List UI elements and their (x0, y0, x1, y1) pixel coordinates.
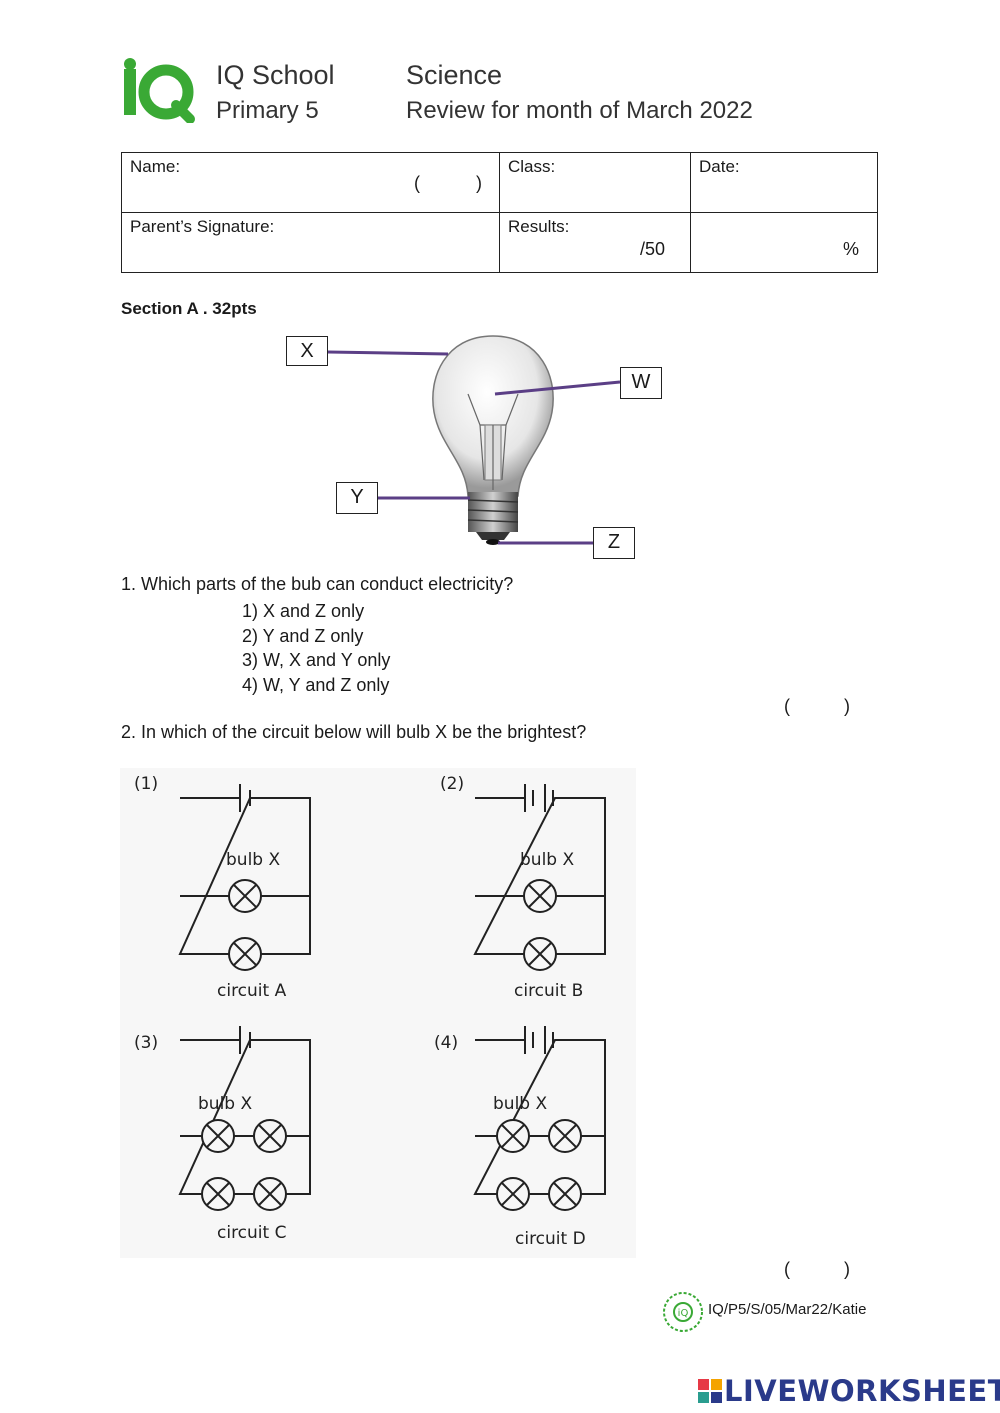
bulb-diagram (327, 335, 621, 545)
percent-cell[interactable]: % (690, 212, 878, 273)
question-1-answer-box[interactable]: ( ) (784, 696, 850, 720)
document-code: IQ/P5/S/05/Mar22/Katie (708, 1301, 867, 1318)
review-title: Review for month of March 2022 (406, 97, 753, 124)
label-x: X (286, 336, 328, 366)
question-1-option[interactable]: 1) X and Z only (242, 601, 365, 621)
results-cell[interactable]: Results: /50 (499, 212, 691, 273)
question-2-answer-box[interactable]: ( ) (784, 1259, 850, 1283)
question-1-option[interactable]: 3) W, X and Y only (242, 650, 391, 671)
results-label: Results: (508, 217, 570, 236)
student-info-table: Name: ( ) Class: Date: Parent’s Signatur… (121, 152, 878, 273)
name-label: Name: (130, 157, 181, 176)
question-1-option[interactable]: 4) W, Y and Z only (242, 674, 390, 695)
class-label: Class: (508, 157, 556, 176)
circuit-4-name: circuit D (515, 1229, 586, 1249)
school-name: IQ School (216, 60, 335, 90)
name-paren-close: ) (476, 173, 482, 193)
answer-paren-open: ( (784, 1259, 790, 1279)
circuit-b-diagram (473, 784, 606, 971)
signature-cell[interactable]: Parent’s Signature: (121, 212, 500, 273)
answer-paren-close: ) (844, 1259, 850, 1279)
answer-paren-close: ) (844, 696, 850, 716)
section-title: Section A . 32pts (121, 299, 257, 318)
label-z: Z (593, 527, 635, 559)
academic-dept-stamp: iQ (662, 1291, 704, 1333)
svg-text:iQ: iQ (678, 1308, 689, 1319)
percent-sign: % (843, 239, 860, 259)
date-label: Date: (699, 157, 740, 176)
liveworksheets-brand[interactable]: LIVEWORKSHEETS (724, 1374, 1000, 1408)
circuit-3-bulb-label: bulb X (198, 1094, 252, 1114)
results-total: /50 (640, 239, 666, 259)
label-y: Y (336, 482, 378, 514)
circuit-4-number: (4) (434, 1033, 458, 1053)
circuit-a-diagram (178, 784, 311, 971)
circuit-1-bulb-label: bulb X (226, 850, 280, 870)
label-line-x (327, 350, 449, 356)
circuit-2-bulb-label: bulb X (520, 850, 574, 870)
circuit-1-number: (1) (134, 774, 158, 794)
circuit-4-bulb-label: bulb X (493, 1094, 547, 1114)
circuit-2-number: (2) (440, 774, 464, 794)
circuit-2-name: circuit B (514, 981, 583, 1001)
school-logo (118, 55, 196, 124)
answer-paren-open: ( (784, 696, 790, 716)
circuit-3-name: circuit C (217, 1223, 286, 1243)
circuit-d-diagram (473, 1026, 606, 1211)
name-paren-open: ( (414, 173, 420, 193)
signature-label: Parent’s Signature: (130, 217, 275, 236)
circuit-diagrams: (1) bulb X circuit A (2) bulb X circuit … (120, 768, 636, 1258)
date-cell[interactable]: Date: (690, 152, 878, 213)
label-line-w (494, 380, 621, 396)
circuit-3-number: (3) (134, 1033, 158, 1053)
label-w: W (620, 367, 662, 399)
subject-title: Science (406, 60, 503, 90)
question-1-text: 1. Which parts of the bub can conduct el… (121, 574, 514, 594)
question-1-options: 1) X and Z only 2) Y and Z only 3) W, X … (242, 599, 390, 697)
grade-level: Primary 5 (216, 97, 319, 124)
circuit-c-diagram (178, 1026, 311, 1211)
bulb-screw-base (467, 492, 519, 545)
question-2-text: 2. In which of the circuit below will bu… (121, 722, 587, 742)
name-cell[interactable]: Name: ( ) (121, 152, 500, 213)
circuit-1-name: circuit A (217, 981, 287, 1001)
question-1-option[interactable]: 2) Y and Z only (242, 625, 364, 646)
bulb-filament (467, 393, 519, 490)
class-cell[interactable]: Class: (499, 152, 691, 213)
liveworksheets-logo-icon (698, 1379, 722, 1403)
